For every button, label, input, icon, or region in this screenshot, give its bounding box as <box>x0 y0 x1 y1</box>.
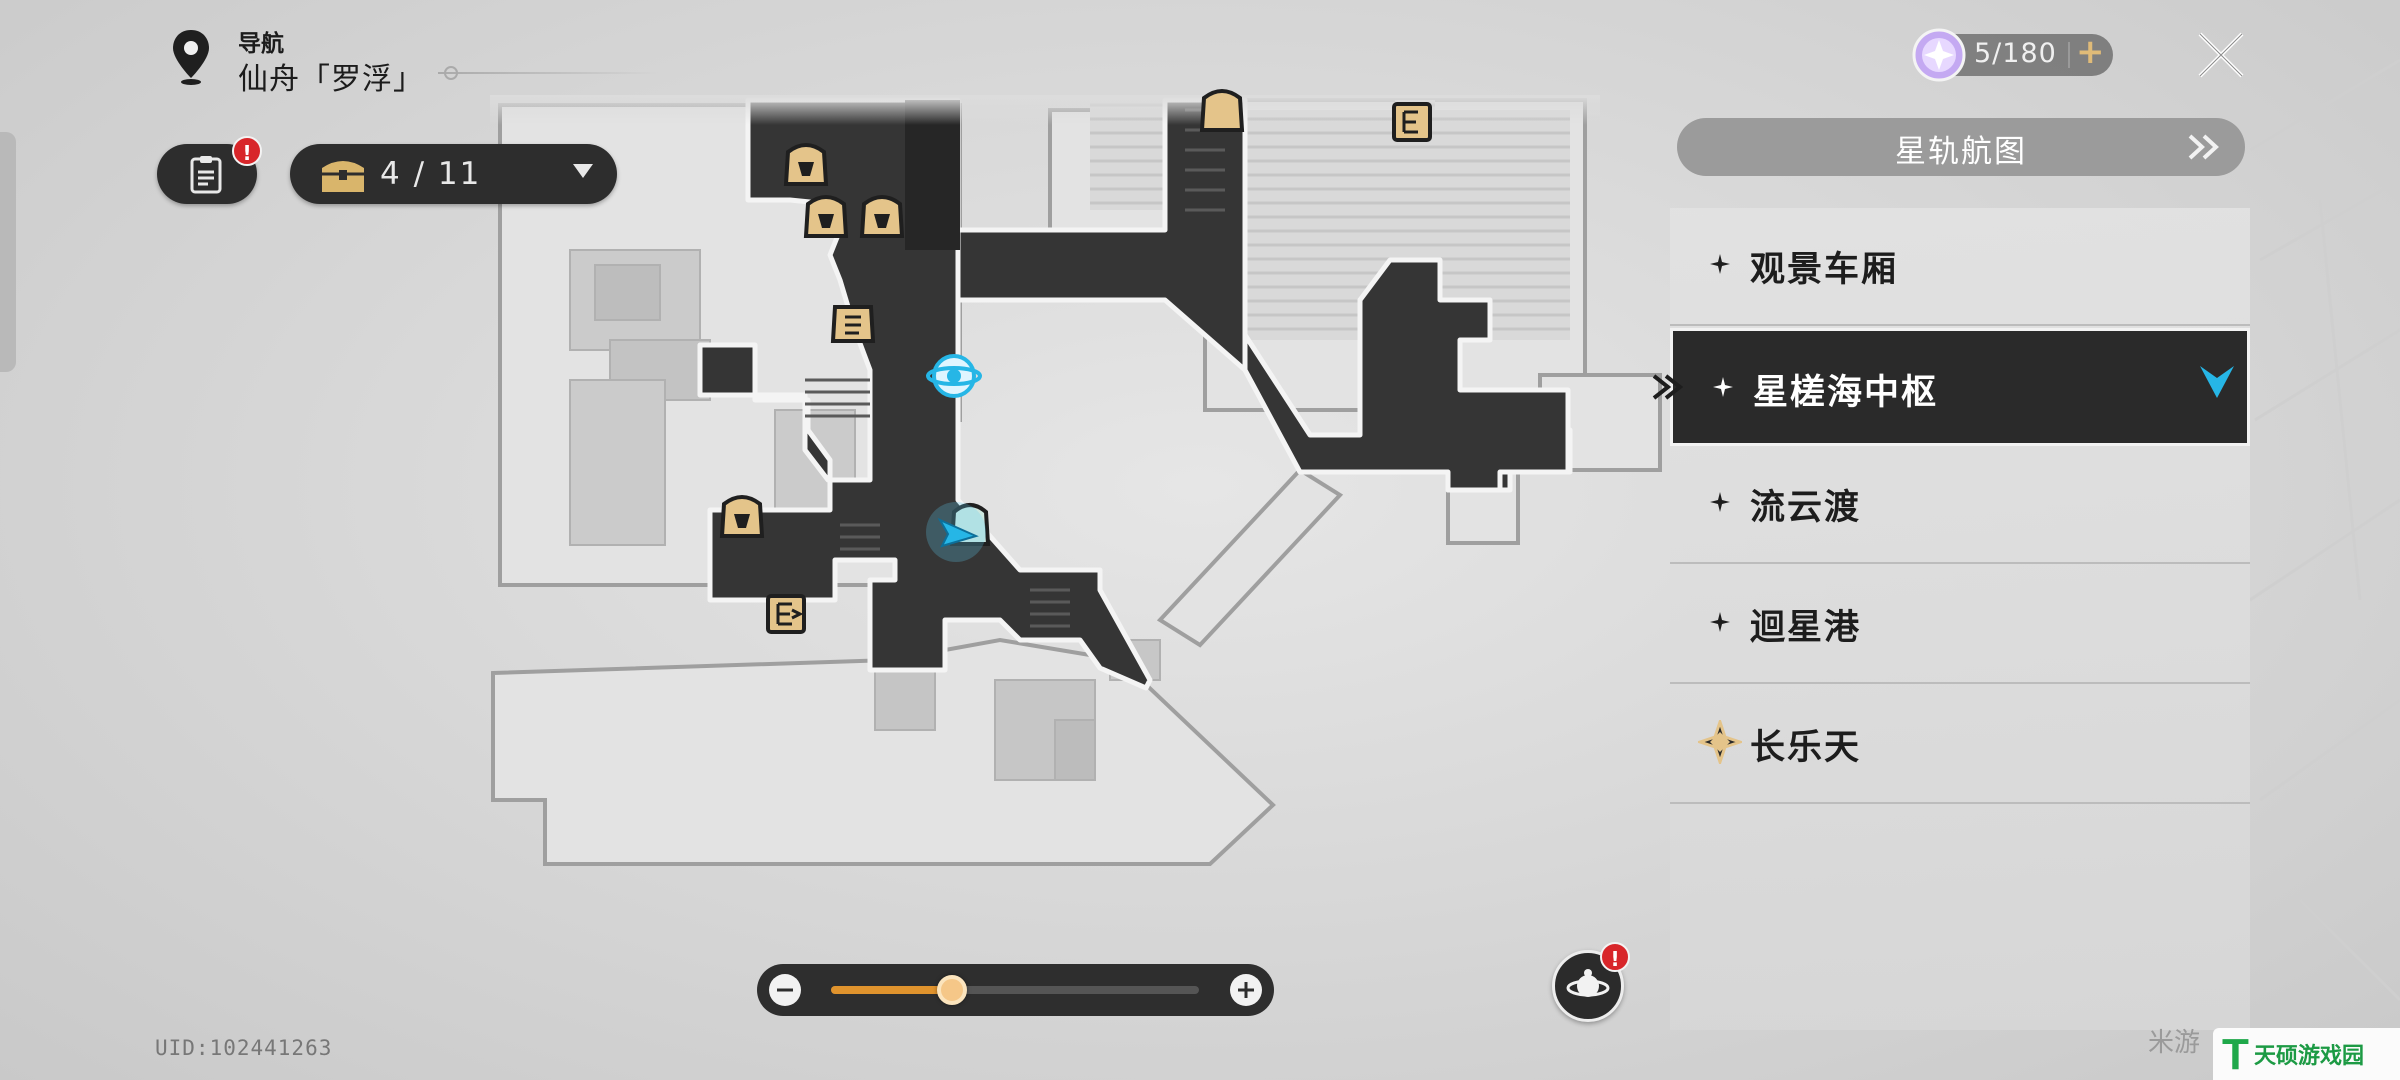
stamina-divider <box>2068 42 2070 68</box>
planet-icon <box>1566 969 1610 997</box>
area-item-central-starskiff-haven[interactable]: 星槎海中枢 <box>1670 328 2250 446</box>
zoom-out-button[interactable] <box>767 972 803 1008</box>
area-item-observation-car[interactable]: 观景车厢 <box>1670 208 2250 326</box>
watermark-text: 米游 <box>2148 1028 2201 1058</box>
location-marker-icon <box>2200 366 2234 398</box>
watermark-logo-text: 天硕游戏园 <box>2254 1044 2365 1069</box>
shop-bag-icon[interactable] <box>783 143 829 186</box>
navigation-label: 导航 <box>238 31 284 57</box>
zoom-in-button[interactable] <box>1228 972 1264 1008</box>
left-edge-tab[interactable] <box>0 132 16 372</box>
planet-alert-badge: ! <box>1600 942 1630 972</box>
add-stamina-button[interactable]: + <box>2076 32 2105 72</box>
watermark-logo <box>2213 1028 2400 1080</box>
double-chevron-right-icon <box>2188 134 2219 160</box>
sparkle-icon <box>1710 492 1730 512</box>
area-item-exalting-sanctum[interactable]: 长乐天 <box>1670 686 2250 804</box>
area-item-label: 流云渡 <box>1750 488 1862 528</box>
shop-bag-icon[interactable] <box>1199 89 1245 132</box>
map-top-fade <box>490 95 1600 125</box>
area-item-label: 观景车厢 <box>1750 250 1899 290</box>
panel-title: 星轨航图 <box>1895 134 2027 170</box>
chest-count-text: 4 / 11 <box>380 156 482 192</box>
close-icon[interactable] <box>2196 30 2246 80</box>
mission-alert-badge: ! <box>232 136 262 166</box>
sparkle-icon <box>1710 612 1730 632</box>
zoom-slider-fill <box>831 986 953 994</box>
zoom-slider-track[interactable] <box>831 986 1199 994</box>
area-item-starskiff-haven[interactable]: 迴星港 <box>1670 566 2250 684</box>
stamina-value: 5/180 <box>1974 38 2057 69</box>
trailblaze-power-icon <box>1912 28 1966 82</box>
star-rail-map-button[interactable] <box>1677 118 2245 176</box>
scroll-npc-icon[interactable] <box>830 305 876 343</box>
space-anchor-icon[interactable] <box>926 354 982 398</box>
quest-star-icon <box>1698 720 1742 764</box>
zoom-slider-handle[interactable] <box>937 975 968 1005</box>
current-location-name: 仙舟「罗浮」 <box>238 62 424 97</box>
watermark-logo-letter: T <box>2222 1030 2249 1079</box>
uid-label: UID:102441263 <box>155 1036 333 1060</box>
clipboard-icon <box>190 156 222 194</box>
shop-bag-icon[interactable] <box>803 195 849 238</box>
background-city-lines <box>2249 58 2400 1002</box>
chevron-down-icon[interactable] <box>572 163 594 179</box>
area-item-label: 长乐天 <box>1750 728 1862 768</box>
location-underline <box>438 72 658 74</box>
area-item-cloudford[interactable]: 流云渡 <box>1670 446 2250 564</box>
area-item-label: 迴星港 <box>1750 608 1862 648</box>
shop-bag-icon[interactable] <box>859 195 905 238</box>
exit-door-icon[interactable] <box>766 594 806 634</box>
sparkle-icon <box>1713 377 1733 397</box>
sparkle-icon <box>1710 254 1730 274</box>
shop-bag-icon[interactable] <box>719 495 765 538</box>
map-markers[interactable] <box>719 89 1432 634</box>
area-item-label: 星槎海中枢 <box>1753 373 1939 413</box>
selection-pointer-icon <box>1652 374 1684 400</box>
treasure-chest-icon <box>322 161 364 192</box>
player-arrow-icon <box>926 502 986 562</box>
exit-door-icon[interactable] <box>1392 102 1432 142</box>
location-pin-icon <box>173 30 209 85</box>
